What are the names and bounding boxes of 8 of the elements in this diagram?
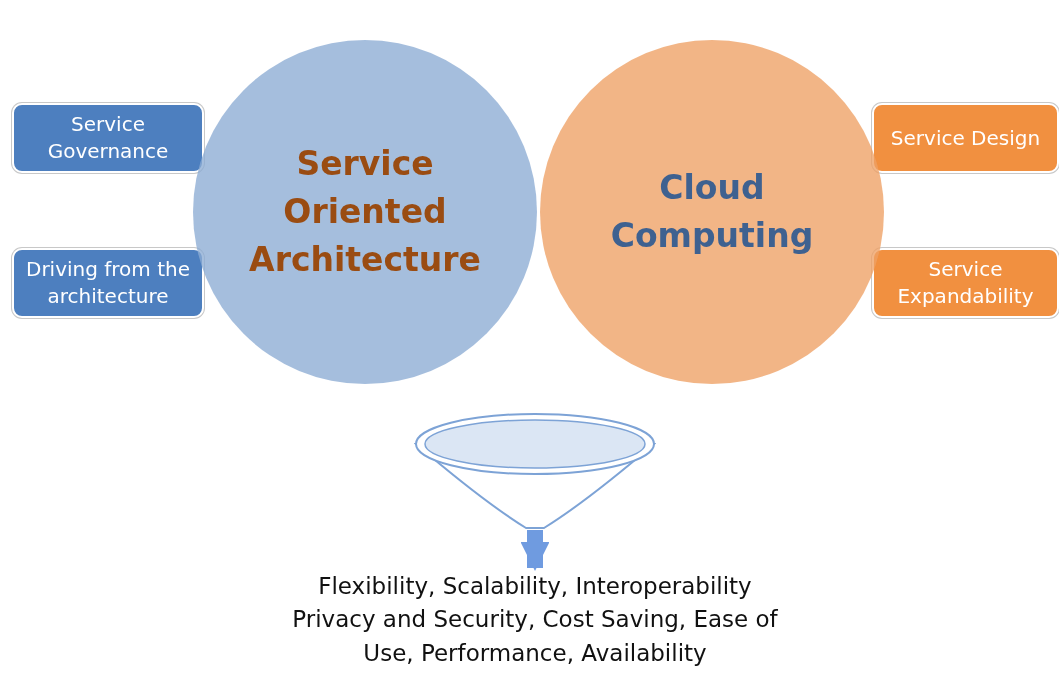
benefits-text: Flexibility, Scalability, Interoperability Privacy and Security, Cost Saving, Ease of Use, Performance, Availability: [285, 568, 785, 672]
venn-circle: Service Oriented Architecture: [193, 40, 537, 384]
arrow: [520, 530, 550, 571]
category-tab: Service Design: [872, 103, 1059, 173]
category-tab: Service Expandability: [872, 248, 1059, 318]
category-tab: Driving from the architecture: [12, 248, 204, 318]
venn-circle: Cloud Computing: [540, 40, 884, 384]
category-tab: Service Governance: [12, 103, 204, 173]
